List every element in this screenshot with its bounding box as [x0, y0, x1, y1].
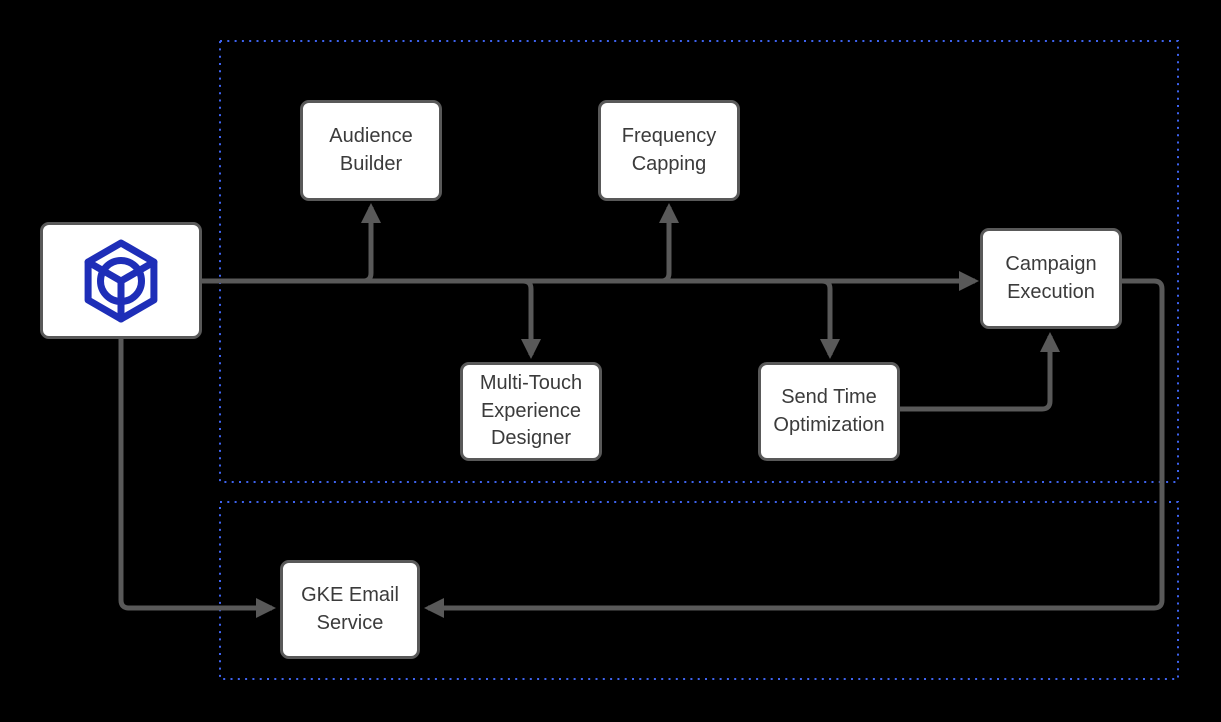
node-campaign-execution: Campaign Execution	[980, 228, 1122, 329]
node-label: Frequency Capping	[621, 124, 717, 175]
node-label: Multi-Touch Experience Designer	[479, 372, 583, 450]
node-source	[40, 222, 202, 339]
dotted-container-top	[219, 40, 1179, 483]
node-send-time-optimization: Send Time Optimization	[758, 362, 900, 461]
edge-source-frequency-capping	[659, 203, 679, 284]
node-audience-builder: Audience Builder	[300, 100, 442, 201]
edge-source-multi-touch	[521, 278, 541, 359]
edge-send-time-campaign-execution	[900, 332, 1060, 412]
node-gke-email-service: GKE Email Service	[280, 560, 420, 659]
edge-source-gke-email	[118, 338, 276, 618]
edge-source-send-time	[820, 278, 840, 359]
node-label: Send Time Optimization	[773, 385, 885, 436]
node-label: Audience Builder	[329, 124, 413, 175]
edge-campaign-execution-gke-email	[424, 278, 1165, 618]
node-label: GKE Email Service	[301, 583, 399, 634]
node-frequency-capping: Frequency Capping	[598, 100, 740, 201]
node-multi-touch-experience-designer: Multi-Touch Experience Designer	[460, 362, 602, 461]
edge-source-audience-builder	[361, 203, 381, 284]
cube-circle-icon	[84, 239, 158, 322]
dotted-container-bottom	[219, 501, 1179, 680]
node-label: Campaign Execution	[1005, 252, 1097, 303]
